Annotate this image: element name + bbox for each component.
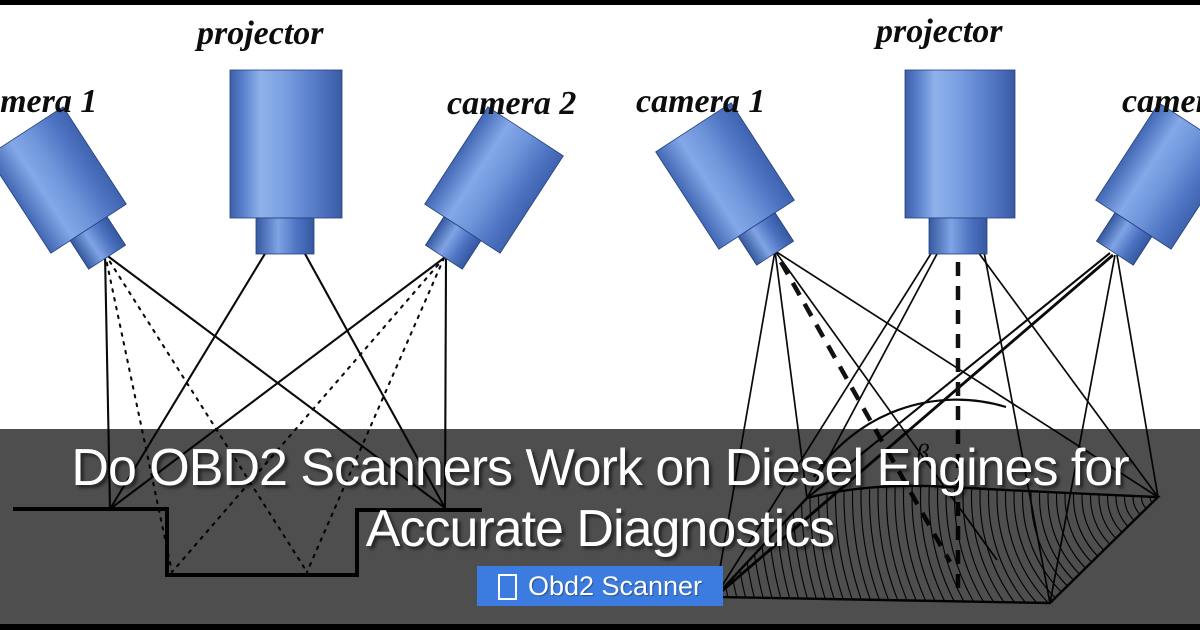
card-title-line2: Accurate Diagnostics bbox=[365, 500, 835, 558]
missing-glyph-icon bbox=[497, 573, 517, 600]
left-dotted-ray bbox=[170, 256, 446, 574]
category-badge-label: Obd2 Scanner bbox=[527, 570, 703, 601]
right-camera2-icon bbox=[1095, 102, 1200, 266]
card-title-line1: Do OBD2 Scanners Work on Diesel Engines … bbox=[71, 439, 1129, 497]
right-camera1-label: camera 1 bbox=[636, 83, 765, 120]
right-camera2-label: camera 2 bbox=[1122, 83, 1200, 120]
category-badge: Obd2 Scanner bbox=[477, 566, 723, 606]
bottom-frame-bar bbox=[0, 624, 1200, 630]
left-dotted-ray bbox=[305, 256, 446, 574]
right-camera1-icon bbox=[655, 102, 795, 266]
left-projector-icon bbox=[229, 69, 343, 255]
left-diagram: projector camera 1 camera 2 bbox=[0, 15, 576, 577]
left-dotted-ray bbox=[103, 252, 309, 574]
card-title: Do OBD2 Scanners Work on Diesel Engines … bbox=[0, 438, 1200, 560]
top-frame-bar bbox=[0, 0, 1200, 5]
right-projector-icon bbox=[904, 69, 1016, 255]
left-projector-label: projector bbox=[194, 15, 324, 52]
left-camera1-label: camera 1 bbox=[0, 83, 97, 120]
right-projector-label: projector bbox=[873, 13, 1003, 50]
left-camera2-icon bbox=[424, 106, 564, 270]
left-camera2-label: camera 2 bbox=[447, 85, 576, 122]
left-camera1-icon bbox=[0, 106, 127, 270]
camera1-axis-dashed bbox=[779, 260, 952, 564]
